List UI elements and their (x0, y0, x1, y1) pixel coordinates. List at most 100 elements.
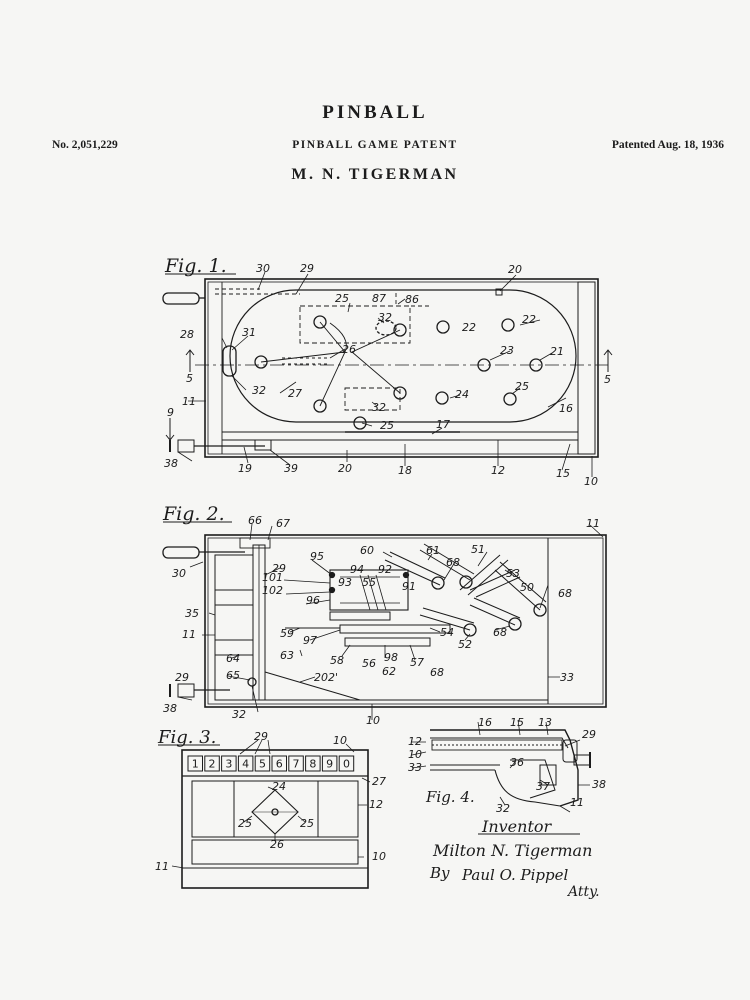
score-digit-box (271, 755, 287, 772)
fig1-ref: 38 (164, 457, 178, 470)
fig2-ref: 10 (366, 714, 380, 727)
score-digit: 6 (276, 758, 283, 771)
fig1-ref: 86 (405, 293, 419, 306)
fig1-ref: 17 (436, 418, 450, 431)
fig2-ref: 67 (276, 517, 290, 530)
fig2-ref: 91 (402, 580, 416, 593)
fig2-ref: 93 (338, 576, 352, 589)
fig1-ref: 22 (522, 313, 536, 326)
signature-heading: Inventor (481, 817, 553, 836)
fig1-ref: 25 (515, 380, 529, 393)
fig4-ref: 11 (570, 796, 584, 809)
fig2-ref: 61 (426, 544, 440, 557)
fig2-ref: 92 (378, 563, 392, 576)
score-digit: 9 (326, 758, 333, 771)
fig2-ref: 56 (362, 657, 376, 670)
fig2-ref: 59 (280, 627, 294, 640)
fig2-ref: 52 (458, 638, 472, 651)
score-digit-box (204, 755, 220, 772)
fig1-ref: 32 (372, 401, 386, 414)
fig2-ref: 96 (306, 594, 320, 607)
fig3-ref: 24 (272, 780, 286, 793)
fig3-ref: 10 (333, 734, 347, 747)
fig1-ref: 25 (335, 292, 349, 305)
fig4-ref: 32 (496, 802, 510, 815)
score-digit: 0 (343, 758, 350, 771)
fig1-ref: 9 (167, 406, 174, 419)
fig1-ref: 20 (508, 263, 522, 276)
fig2-ref: 101 (262, 571, 283, 584)
fig2-ref: 29 (272, 562, 286, 575)
fig3-ref: 11 (155, 860, 169, 873)
fig2-ref: 30 (172, 567, 186, 580)
fig3-ref: 10 (372, 850, 386, 863)
fig2-ref: 29 (175, 671, 189, 684)
fig1-ref: 29 (300, 262, 314, 275)
fig2-ref: 202' (314, 671, 338, 684)
fig4-drawing: Fig. 4. 16 15 13 29 12 10 33 36 37 38 32… (408, 716, 606, 815)
score-digit: 2 (209, 758, 216, 771)
score-digit-box (305, 755, 321, 772)
fig2-ref: 33 (560, 671, 574, 684)
patent-number: No. 2,051,229 (52, 139, 118, 151)
fig2-ref: 94 (350, 563, 364, 576)
fig2-ref: 68 (493, 626, 507, 639)
fig2-ref: 53 (506, 567, 520, 580)
fig3-ref: 27 (372, 775, 386, 788)
fig1-ref: 32 (378, 311, 392, 324)
fig2-ref: 68 (430, 666, 444, 679)
score-digit-box (254, 755, 271, 772)
fig1-ref: 12 (491, 464, 505, 477)
fig2-ref: 11 (182, 628, 196, 641)
fig2-ref: 97 (303, 634, 317, 647)
fig2-ref: 35 (185, 607, 199, 620)
score-digit-box (221, 755, 237, 772)
fig1-ref: 15 (556, 467, 570, 480)
fig2-ref: 50 (520, 581, 534, 594)
fig4-ref: 12 (408, 735, 422, 748)
fig1-ref: 11 (182, 395, 196, 408)
fig4-label: Fig. 4. (425, 788, 475, 806)
score-digit: 8 (309, 758, 316, 771)
patent-date: Patented Aug. 18, 1936 (611, 139, 724, 151)
fig1-ref: 39 (284, 462, 298, 475)
score-digit: 1 (192, 758, 199, 771)
fig1-drawing: Fig. 1. (162, 255, 613, 488)
fig4-ref: 38 (592, 778, 606, 791)
score-digit-box (321, 755, 338, 772)
fig4-ref: 10 (408, 748, 422, 761)
signature-block: Inventor Milton N. Tigerman By Paul O. P… (429, 817, 600, 900)
fig2-ref: 95 (310, 550, 324, 563)
fig2-ref: 51 (471, 543, 485, 556)
fig1-ref: 18 (398, 464, 412, 477)
fig3-ref: 25 (238, 817, 252, 830)
page-title: PINBALL (322, 102, 428, 123)
fig4-ref: 13 (538, 716, 552, 729)
fig1-ref: 23 (500, 344, 514, 357)
fig3-label: Fig. 3. (157, 727, 216, 748)
fig4-ref: 33 (408, 761, 422, 774)
fig2-ref: 98 (384, 651, 398, 664)
score-digit-box (187, 755, 203, 772)
fig1-ref: 28 (180, 328, 194, 341)
fig2-ref: 38 (163, 702, 177, 715)
fig1-ref: 5 (186, 372, 193, 385)
fig4-ref: 37 (536, 780, 550, 793)
fig2-ref: 102 (262, 584, 283, 597)
fig2-ref: 11 (586, 517, 600, 530)
fig2-ref: 65 (226, 669, 240, 682)
fig4-ref: 36 (510, 756, 524, 769)
fig1-ref: 22 (462, 321, 476, 334)
fig2-ref: 54 (440, 626, 454, 639)
fig2-ref: 68 (558, 587, 572, 600)
fig4-ref: 29 (582, 728, 596, 741)
page-subtitle: PINBALL GAME PATENT (292, 139, 458, 151)
fig2-ref: 58 (330, 654, 344, 667)
fig2-drawing: Fig. 2. (162, 503, 607, 727)
fig2-ref: 57 (410, 656, 424, 669)
fig1-ref: 27 (288, 387, 302, 400)
fig4-ref: 16 (478, 716, 492, 729)
fig3-ref: 25 (300, 817, 314, 830)
fig1-label: Fig. 1. (164, 255, 227, 277)
